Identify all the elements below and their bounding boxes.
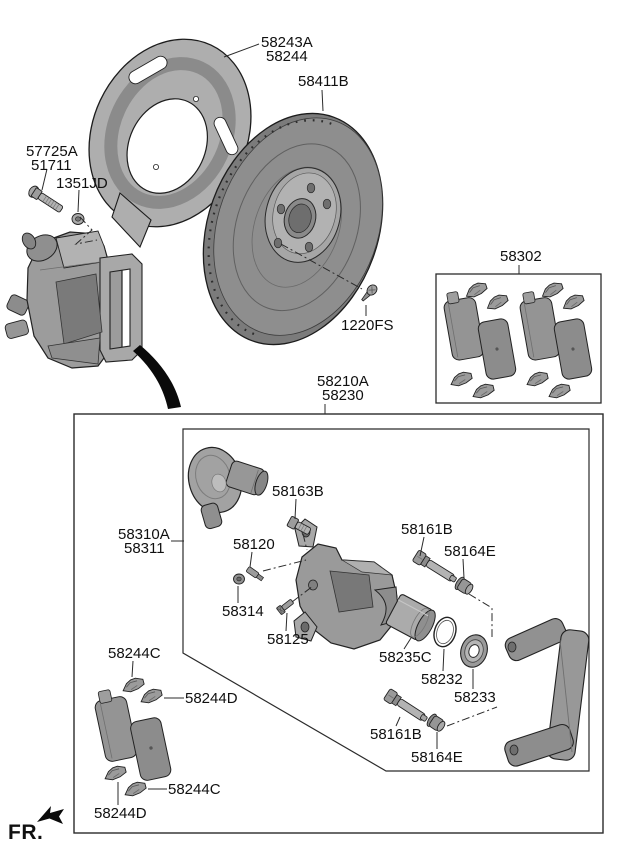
part-label-1220FS: 1220FS <box>341 317 394 334</box>
part-label-58230: 58230 <box>322 387 364 404</box>
carrier-bracket-drawing <box>504 618 590 767</box>
part-label-58244C-bottom: 58244C <box>168 781 221 798</box>
bleeder-screw-drawing <box>246 566 265 582</box>
epb-actuator-drawing <box>187 446 269 530</box>
rod-cap-lower-drawing <box>424 712 448 735</box>
part-label-58233: 58233 <box>454 689 496 706</box>
brake-pads-drawing <box>94 675 172 799</box>
part-label-57725A: 57725A <box>26 143 78 160</box>
shield-bolt-hole <box>192 96 199 103</box>
caliper-assembly-drawing <box>4 230 143 369</box>
caliper-body-drawing <box>293 518 400 650</box>
washer-nut-drawing <box>71 213 85 225</box>
dust-shield-drawing <box>88 38 252 249</box>
part-label-58232: 58232 <box>421 671 463 688</box>
part-label-58161B-upper: 58161B <box>401 521 453 538</box>
part-label-58310A: 58310A <box>118 526 170 543</box>
disc-hub <box>264 167 342 263</box>
part-label-58235C: 58235C <box>379 649 432 666</box>
part-label-58164E-lower: 58164E <box>411 749 463 766</box>
disc-screw-drawing <box>361 284 378 302</box>
part-label-58125: 58125 <box>267 631 309 648</box>
caliper-kit-outer-box <box>73 413 604 834</box>
front-direction-label: FR. <box>8 821 44 844</box>
brake-disc-drawing <box>202 112 384 346</box>
part-label-58314: 58314 <box>222 603 264 620</box>
part-label-58164E-upper: 58164E <box>444 543 496 560</box>
seal-ring-58232-drawing <box>433 616 457 648</box>
part-label-51711: 51711 <box>31 157 72 174</box>
caliper-parts-inner-box <box>182 428 590 772</box>
part-label-58210A: 58210A <box>317 373 369 390</box>
dust-boot-58233-drawing <box>460 634 488 668</box>
part-label-58244D-bottom: 58244D <box>94 805 147 822</box>
part-label-1351JD: 1351JD <box>56 175 108 192</box>
mount-bolt-drawing <box>28 185 64 213</box>
leader-lines <box>41 43 520 805</box>
piston-58235C-drawing <box>385 594 436 642</box>
part-label-58244D-top: 58244D <box>185 690 238 707</box>
part-label-58120: 58120 <box>233 536 275 553</box>
part-label-58244: 58244 <box>266 48 308 65</box>
part-label-58163B: 58163B <box>272 483 324 500</box>
part-label-58302: 58302 <box>500 248 542 265</box>
reference-dash-lines <box>74 216 498 727</box>
nut-58314-drawing <box>233 573 245 585</box>
part-label-58411B: 58411B <box>298 73 349 90</box>
guide-rod-lower-drawing <box>382 688 431 726</box>
part-label-58161B-lower: 58161B <box>370 726 422 743</box>
part-label-58244C-top: 58244C <box>108 645 161 662</box>
exploded-view-pointer <box>133 345 181 409</box>
part-label-58311: 58311 <box>124 540 165 557</box>
pad-kit-set <box>443 280 517 400</box>
part-label-58243A: 58243A <box>261 34 313 51</box>
disc-lug-holes <box>273 182 332 253</box>
front-direction-arrow-icon <box>37 806 64 824</box>
pin-58125-drawing <box>276 599 294 615</box>
shield-bolt-hole <box>152 163 159 170</box>
